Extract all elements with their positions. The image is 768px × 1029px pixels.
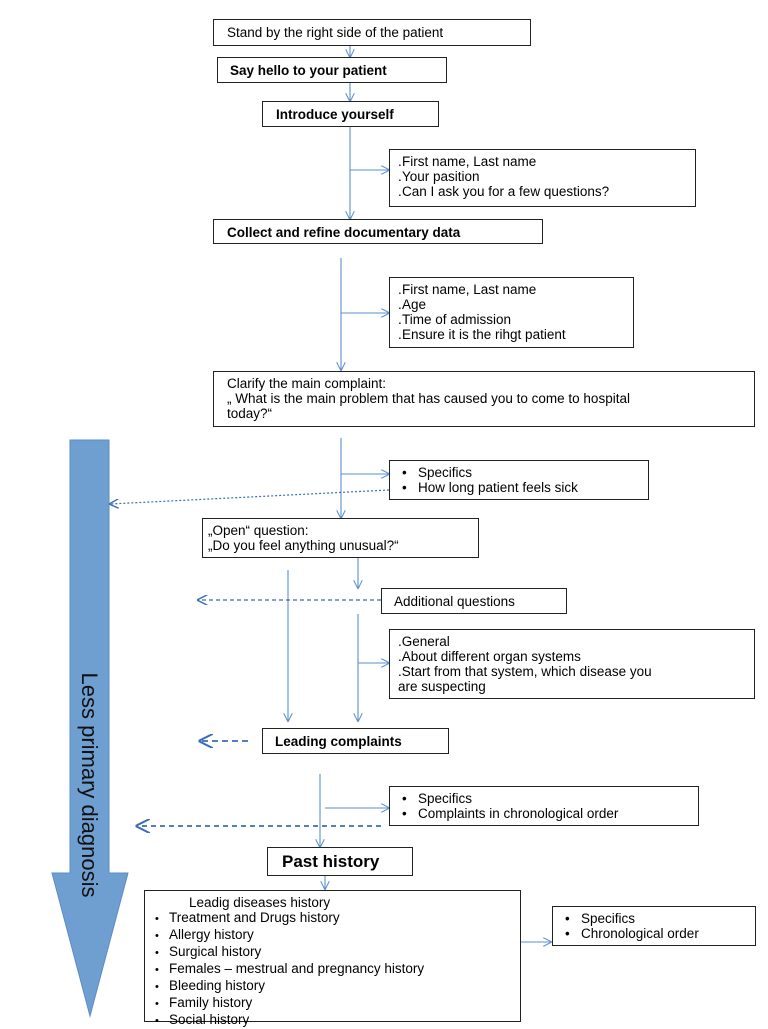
less-primary-diagnosis-label: Less primary diagnosis [77,672,102,898]
note-item: First name, Last name [398,154,695,169]
note-item: Chronological order [557,926,755,941]
step-additional-questions: Additional questions [381,588,567,614]
note-item: How long patient feels sick [394,480,648,495]
step-stand-right-side: Stand by the right side of the patient [213,19,531,46]
note-item: .Start from that system, which disease y… [398,664,652,679]
history-item: Family history [151,995,520,1012]
note-past-history: Specifics Chronological order [552,906,756,946]
history-leading-item: Leadig diseases history [189,895,331,910]
history-item: Social history [151,1012,520,1029]
note-item: Ensure it is the rihgt patient [398,327,633,342]
step-introduce-yourself: Introduce yourself [262,101,439,127]
step-clarify-complaint: Clarify the main complaint: „ What is th… [213,371,755,427]
note-collect: First name, Last name Age Time of admiss… [389,277,634,348]
history-item: Allergy history [151,927,520,944]
note-introduce: First name, Last name Your pasition Can … [389,149,696,207]
note-item: Complaints in chronological order [394,806,698,821]
note-additional: .General .About different organ systems … [389,629,755,699]
step-open-question: „Open“ question: „Do you feel anything u… [202,518,479,558]
history-item: Females – mestrual and pregnancy history [151,961,520,978]
history-item: Treatment and Drugs history [151,910,520,927]
note-item: Can I ask you for a few questions? [398,184,695,199]
history-item: Surgical history [151,944,520,961]
note-item: .About different organ systems [398,649,581,664]
step-leading-complaints: Leading complaints [262,728,449,754]
note-leading: Specifics Complaints in chronological or… [389,786,699,826]
note-item: Specifics [557,911,755,926]
history-list-box: Leadig diseases history Treatment and Dr… [144,890,521,1027]
step-say-hello: Say hello to your patient [217,57,447,83]
note-item: Age [398,297,633,312]
step-collect-data: Collect and refine documentary data [213,219,543,244]
history-item: Bleeding history [151,978,520,995]
note-complaint: Specifics How long patient feels sick [389,460,649,500]
note-item: First name, Last name [398,282,633,297]
note-item: Time of admission [398,312,633,327]
less-primary-diagnosis-arrow [51,439,129,1018]
step-past-history: Past history [267,847,413,876]
note-item: .General [398,634,450,649]
note-item: Specifics [394,465,648,480]
note-item: Specifics [394,791,698,806]
note-item: are suspecting [398,679,486,694]
note-item: Your pasition [398,169,695,184]
